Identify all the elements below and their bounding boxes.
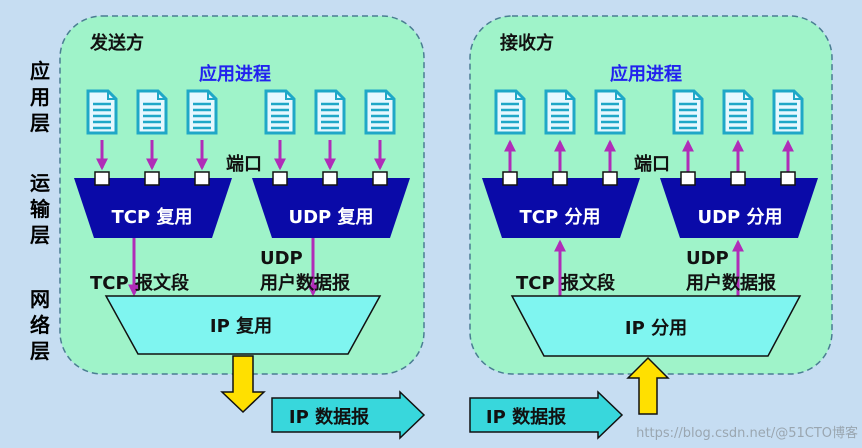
datagram-left-label: IP 数据报: [289, 406, 369, 428]
receiver-app-document-icon: [494, 89, 526, 135]
sender-tcp-mux-label: TCP 复用: [112, 206, 193, 228]
datagram-right-label: IP 数据报: [486, 406, 566, 428]
receiver-title: 接收方: [500, 32, 554, 54]
sender-ip-mux-label: IP 复用: [210, 315, 272, 337]
receiver-udp-demux-block: [660, 178, 818, 238]
svg-text:运: 运: [30, 171, 50, 195]
network-layer-label: 网 络 层: [30, 287, 50, 363]
sender-send-down-arrow-icon: [220, 355, 266, 414]
application-layer-label: 应 用 层: [30, 59, 50, 135]
sender-app-document-icon: [264, 89, 296, 135]
sender-udp-mux-block: [252, 178, 410, 238]
sender-udp-label-line2: 用户数据报: [260, 272, 350, 294]
receiver-app-document-icon: [544, 89, 576, 135]
sender-port-boxes: [94, 171, 388, 186]
sender-title: 发送方: [89, 32, 144, 54]
receiver-ip-demux-block: [510, 295, 802, 357]
receiver-udp-label-line1: UDP: [686, 248, 729, 269]
svg-text:网: 网: [30, 287, 50, 311]
sender-app-document-icon: [136, 89, 168, 135]
sender-tcp-segment-label: TCP 报文段: [90, 272, 190, 294]
datagram-transfer-left: IP 数据报: [271, 390, 426, 440]
receiver-udp-label-line2: 用户数据报: [686, 272, 776, 294]
receiver-tcp-demux-block: [482, 178, 640, 238]
receiver-app-process-label: 应用进程: [610, 63, 682, 85]
watermark-text: https://blog.csdn.net/@51CTO博客: [636, 425, 858, 441]
receiver-app-document-icon: [594, 89, 626, 135]
receiver-app-document-icon: [772, 89, 804, 135]
sender-app-process-label: 应用进程: [199, 63, 271, 85]
sender-udp-mux-label: UDP 复用: [288, 206, 373, 228]
receiver-port-boxes: [502, 171, 796, 186]
svg-text:应: 应: [30, 59, 50, 83]
receiver-app-document-icon: [722, 89, 754, 135]
sender-app-to-port-arrows: [96, 140, 386, 171]
svg-text:输: 输: [30, 197, 51, 221]
receiver-port-to-app-arrows: [504, 139, 794, 172]
receiver-ip-demux-label: IP 分用: [625, 318, 687, 339]
receiver-udp-demux-label: UDP 分用: [697, 207, 782, 228]
receiver-app-document-icon: [672, 89, 704, 135]
svg-text:层: 层: [30, 111, 50, 135]
sender-app-document-icon: [86, 89, 118, 135]
svg-text:用: 用: [30, 85, 50, 109]
sender-app-document-icon: [314, 89, 346, 135]
svg-text:络: 络: [30, 313, 50, 337]
sender-udp-label-line1: UDP: [260, 248, 303, 269]
datagram-transfer-right: IP 数据报: [469, 390, 624, 440]
sender-app-document-icon: [364, 89, 396, 135]
transport-layer-label: 运 输 层: [30, 171, 51, 247]
svg-text:层: 层: [30, 223, 50, 247]
svg-text:层: 层: [30, 339, 50, 363]
sender-app-document-icon: [186, 89, 218, 135]
receiver-receive-up-arrow-icon: [626, 356, 670, 415]
sender-port-label: 端口: [226, 154, 262, 175]
receiver-tcp-demux-label: TCP 分用: [520, 207, 601, 228]
receiver-port-label: 端口: [634, 154, 670, 175]
receiver-tcp-segment-label: TCP 报文段: [516, 272, 616, 294]
sender-ip-mux-block: [104, 295, 382, 355]
sender-tcp-mux-block: [74, 178, 232, 238]
receiver-ip-to-transport-arrows: [554, 239, 744, 296]
sender-transport-to-ip-arrows: [128, 238, 319, 297]
